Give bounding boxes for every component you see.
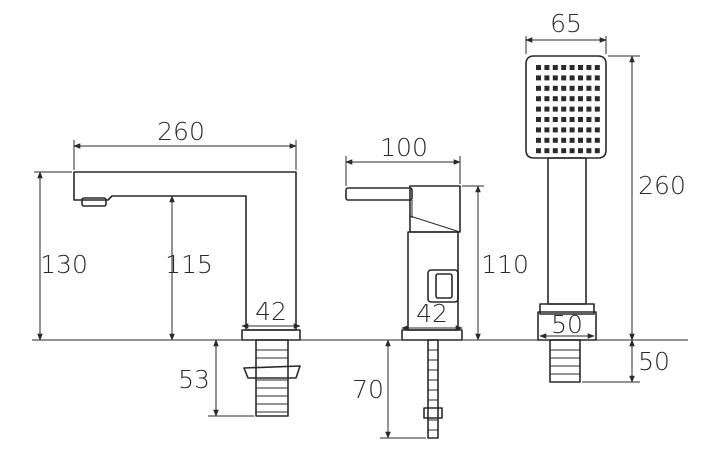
shower-nozzle: [536, 65, 541, 70]
shower-nozzle: [594, 75, 600, 81]
shower-nozzle: [569, 65, 575, 70]
shower-nozzle: [544, 75, 550, 81]
shower-base-label: 50: [551, 310, 583, 339]
mixer-base-label: 42: [416, 299, 448, 328]
shower-nozzle: [552, 75, 558, 81]
shower-nozzle: [561, 96, 567, 102]
shower-nozzle-grid: [536, 65, 600, 154]
shower-width-label: 65: [550, 9, 582, 38]
shower-nozzle: [586, 96, 592, 102]
shower-nozzle: [552, 96, 558, 102]
shower-nozzle: [586, 106, 592, 112]
shower-nozzle: [594, 65, 600, 70]
mixer-dimensions: 100 110 42 70: [345, 133, 529, 439]
shower-nozzle: [536, 85, 541, 91]
shower-nozzle: [536, 106, 541, 112]
spout-base-label: 42: [255, 297, 287, 326]
shower-nozzle: [536, 127, 541, 133]
shower-height-label: 260: [638, 171, 686, 200]
shower-nozzle: [536, 96, 541, 102]
shower-nozzle: [552, 137, 558, 143]
shower-nozzle: [552, 117, 558, 122]
spout-pipe-label: 53: [178, 365, 210, 394]
mixer-pipe-label: 70: [352, 375, 384, 404]
spout-width-label: 260: [157, 117, 205, 146]
shower-nozzle: [561, 75, 567, 81]
shower-nozzle: [586, 127, 592, 133]
shower-nozzle: [544, 117, 550, 122]
shower-nozzle: [578, 96, 583, 102]
shower-nozzle: [561, 117, 567, 122]
spout-drawing: [73, 171, 301, 417]
shower-nozzle: [586, 85, 592, 91]
spout-outlet-height-label: 115: [165, 250, 213, 279]
shower-nozzle: [586, 65, 592, 70]
shower-nozzle: [569, 127, 575, 133]
shower-nozzle: [544, 65, 550, 70]
shower-nozzle: [544, 106, 550, 112]
shower-nozzle: [586, 75, 592, 81]
shower-nozzle: [569, 106, 575, 112]
shower-nozzle: [594, 127, 600, 133]
mixer-drawing: [345, 185, 463, 439]
shower-nozzle: [594, 96, 600, 102]
shower-nozzle: [561, 137, 567, 143]
shower-nozzle: [552, 85, 558, 91]
shower-nozzle: [578, 75, 583, 81]
shower-nozzle: [569, 137, 575, 143]
shower-nozzle: [594, 137, 600, 143]
shower-nozzle: [569, 85, 575, 91]
shower-nozzle: [544, 137, 550, 143]
shower-pipe-label: 50: [638, 347, 670, 376]
shower-nozzle: [561, 65, 567, 70]
shower-nozzle: [569, 117, 575, 122]
mixer-width-label: 100: [380, 133, 428, 162]
shower-nozzle: [552, 127, 558, 133]
shower-nozzle: [578, 117, 583, 122]
shower-nozzle: [544, 127, 550, 133]
shower-nozzle: [594, 117, 600, 122]
shower-nozzle: [552, 106, 558, 112]
shower-nozzle: [544, 85, 550, 91]
shower-nozzle: [578, 127, 583, 133]
shower-nozzle: [536, 75, 541, 81]
shower-nozzle: [569, 96, 575, 102]
shower-nozzle: [594, 106, 600, 112]
shower-nozzle: [561, 148, 567, 154]
shower-nozzle: [578, 137, 583, 143]
shower-nozzle: [578, 85, 583, 91]
spout-dimensions: 260 130 115 42 53: [34, 117, 301, 417]
shower-nozzle: [544, 96, 550, 102]
shower-nozzle: [552, 65, 558, 70]
shower-nozzle: [536, 148, 541, 154]
shower-nozzle: [536, 117, 541, 122]
shower-nozzle: [578, 106, 583, 112]
shower-nozzle: [586, 148, 592, 154]
shower-nozzle: [552, 148, 558, 154]
shower-nozzle: [561, 106, 567, 112]
shower-nozzle: [569, 75, 575, 81]
shower-nozzle: [594, 85, 600, 91]
shower-nozzle: [561, 127, 567, 133]
shower-drawing: [525, 55, 607, 383]
shower-nozzle: [586, 137, 592, 143]
shower-nozzle: [536, 137, 541, 143]
shower-nozzle: [561, 85, 567, 91]
shower-nozzle: [544, 148, 550, 154]
shower-dimensions: 65 260 50 50: [525, 9, 686, 383]
spout-total-height-label: 130: [40, 250, 88, 279]
shower-nozzle: [578, 65, 583, 70]
shower-nozzle: [578, 148, 583, 154]
shower-nozzle: [586, 117, 592, 122]
shower-nozzle: [594, 148, 600, 154]
mixer-height-label: 110: [481, 250, 529, 279]
shower-nozzle: [569, 148, 575, 154]
